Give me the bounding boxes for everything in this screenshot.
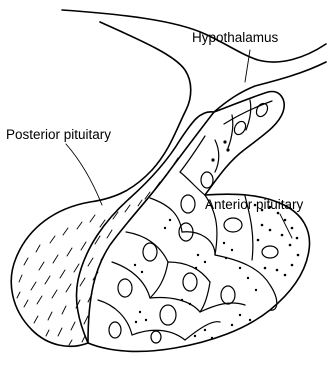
cell-wall [168, 262, 210, 282]
label-posterior-pituitary: Posterior pituitary [6, 127, 111, 142]
cell-nucleus [109, 322, 121, 338]
cell-wall [150, 262, 168, 298]
cell-nucleus [181, 195, 195, 213]
cell-wall [98, 300, 132, 335]
lobe-boundary [88, 112, 214, 343]
cell-wall [182, 232, 215, 255]
cell-nucleus [224, 218, 242, 232]
cell-nucleus [183, 273, 197, 291]
hypothalamus-floor-outline [100, 22, 191, 170]
cell-nucleus [143, 243, 157, 261]
cell-wall [150, 198, 182, 232]
label-hypothalamus: Hypothalamus [192, 30, 279, 45]
vessel-cell-nucleus [254, 101, 270, 118]
vessel-cell-dot [226, 148, 229, 151]
cell-nucleus [160, 305, 176, 325]
cell-wall [200, 303, 245, 312]
cell-nucleus [118, 279, 132, 297]
posterior-fibers [17, 158, 178, 345]
cell-wall [126, 232, 168, 262]
vessel-cell-nucleus [201, 172, 213, 188]
portal-vessel-inner [224, 101, 272, 124]
cell-wall [185, 322, 220, 340]
vessel-cell-wall [246, 100, 251, 130]
vessel-cell-dot [223, 140, 226, 143]
posterior-leader [66, 144, 102, 205]
cell-wall [200, 282, 210, 312]
vessel-cell-nucleus [232, 119, 248, 136]
cell-nucleus [221, 286, 235, 304]
vessel-cell-dot [211, 158, 214, 161]
vessel-cell-wall [215, 140, 219, 172]
hypothalamus-right-outline [214, 62, 326, 112]
cell-nucleus [151, 331, 161, 343]
label-anterior-pituitary: Anterior pituitary [205, 197, 304, 212]
cell-nucleus [262, 246, 278, 258]
posterior-pituitary-outline [11, 112, 214, 347]
